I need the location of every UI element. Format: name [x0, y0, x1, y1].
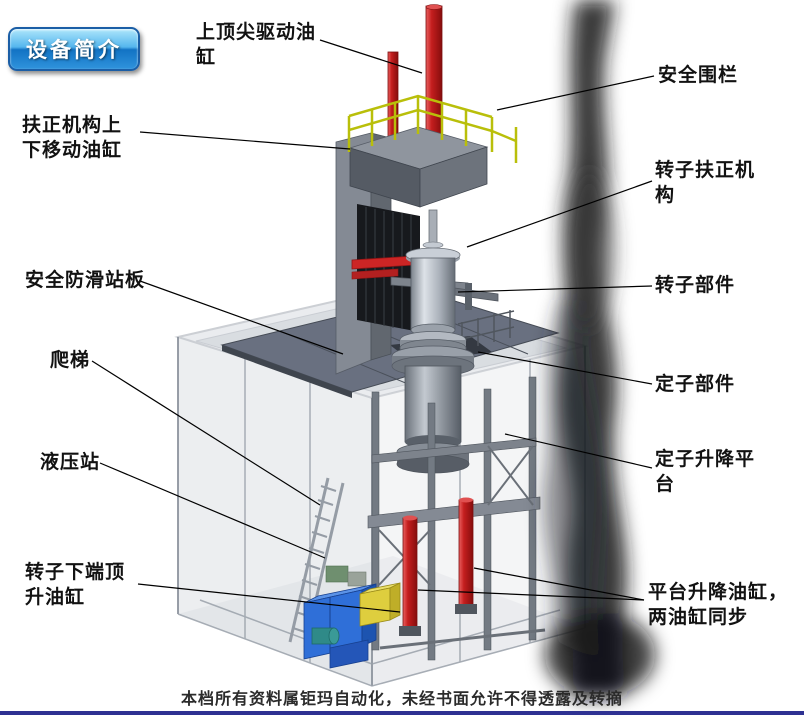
label-rotor-bottom-jack-cylinder: 转子下端顶 升油缸	[25, 562, 126, 609]
label-stator-lift-platform: 定子升降平 台	[655, 449, 756, 496]
press-column	[335, 132, 420, 375]
label-ladder: 爬梯	[50, 350, 91, 371]
label-rotor-part: 转子部件	[655, 275, 736, 296]
title-badge: 设备简介	[8, 27, 140, 71]
label-safety-fence: 安全围栏	[658, 65, 739, 86]
label-stator-part: 定子部件	[655, 374, 736, 395]
footer-watermark: 本档所有资料属钜玛自动化，未经书面允许不得透露及转摘	[180, 691, 623, 708]
label-anti-slip-platform: 安全防滑站板	[25, 270, 146, 291]
platform-lift-cylinders-red	[399, 497, 477, 636]
rotor-assembly	[391, 209, 475, 377]
label-top-spindle-drive-cylinder: 上顶尖驱动油 缸	[196, 22, 317, 69]
label-rotor-centering-mechanism: 转子扶正机 构	[655, 160, 756, 207]
label-centering-lift-cylinder: 扶正机构上 下移动油缸	[22, 115, 123, 162]
label-hydraulic-station: 液压站	[40, 452, 101, 473]
bottom-accent-bar	[0, 711, 804, 715]
press-head	[348, 126, 489, 208]
label-platform-lift-cylinders: 平台升降油缸， 两油缸同步	[648, 582, 789, 629]
shadow-smudge	[543, 0, 655, 698]
